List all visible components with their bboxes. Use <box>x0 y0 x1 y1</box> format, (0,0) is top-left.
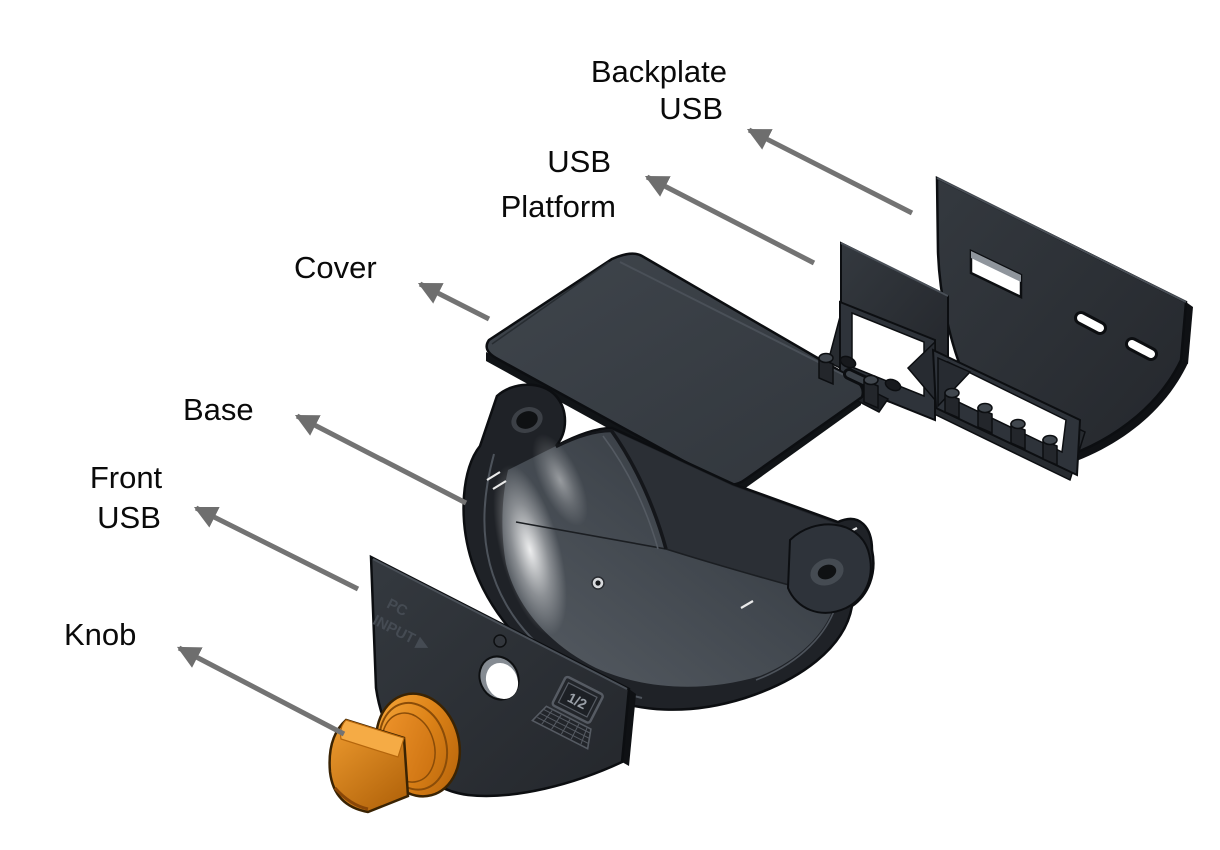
knob-part <box>328 692 462 814</box>
svg-text:USB: USB <box>659 91 723 126</box>
base-part <box>462 383 875 711</box>
arrow-knob <box>176 645 346 737</box>
laptop-half-icon: 1/2 <box>531 675 604 750</box>
platform-pegs-left <box>818 352 902 410</box>
svg-text:Backplate: Backplate <box>591 54 727 89</box>
label-front-usb: Front USB <box>90 460 163 535</box>
arrow-base <box>294 413 468 506</box>
front-usb-screw <box>493 634 507 648</box>
front-usb-hole <box>478 655 520 701</box>
svg-text:USB: USB <box>97 500 161 535</box>
backplate-slot-1 <box>1074 311 1107 335</box>
svg-text:Platform: Platform <box>501 189 616 224</box>
backplate-slot-2 <box>1125 337 1158 361</box>
label-base: Base <box>183 392 254 427</box>
svg-text:1/2: 1/2 <box>565 689 590 712</box>
svg-text:Front: Front <box>90 460 163 495</box>
base-left-ear-hole <box>511 407 543 433</box>
part-labels: Backplate USB USB Platform Cover Base Fr… <box>64 54 727 652</box>
front-usb-part: PC INPUT ▶ 1/2 <box>369 554 636 798</box>
platform-pegs-right <box>944 387 1058 467</box>
arrow-usb-platform <box>644 174 816 266</box>
label-backplate-usb: Backplate USB <box>591 54 727 126</box>
leader-arrows <box>176 127 914 737</box>
arrow-backplate-usb <box>746 127 914 216</box>
base-right-ear-hole <box>786 523 872 614</box>
label-knob: Knob <box>64 617 136 652</box>
usb-platform-part <box>827 241 1086 482</box>
svg-text:USB: USB <box>547 144 611 179</box>
label-usb-platform: USB Platform <box>501 144 616 224</box>
arrow-front-usb <box>193 505 360 592</box>
arrow-cover <box>417 281 491 322</box>
label-cover: Cover <box>294 250 377 285</box>
cover-part <box>485 252 890 497</box>
